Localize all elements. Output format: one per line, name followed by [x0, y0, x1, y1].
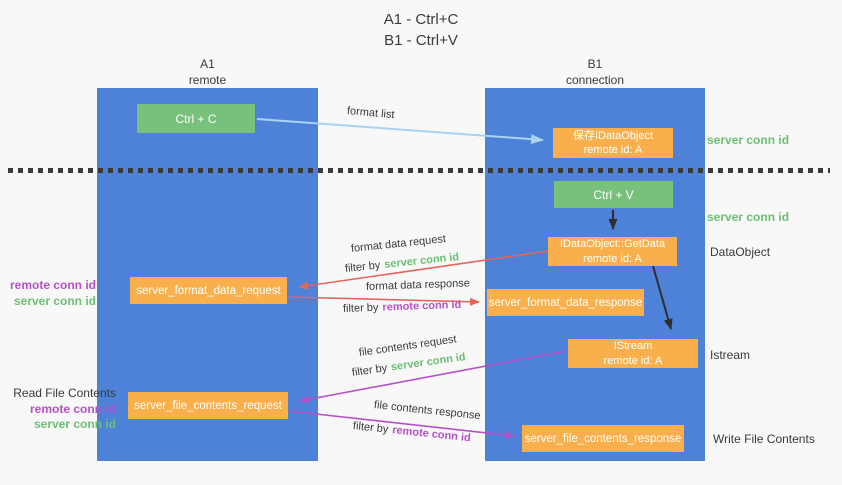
server-conn-id-label-mid: server conn id [707, 210, 790, 224]
dataobject-label: DataObject [710, 245, 771, 259]
ctrl-v-box: Ctrl + V [554, 181, 673, 208]
remote-conn-id-keyword: remote conn id [382, 298, 462, 314]
ctrl-c-box: Ctrl + C [137, 104, 255, 133]
istream-label: Istream [710, 348, 751, 362]
filter-by-text: filter by [344, 259, 381, 275]
column-b1-id: B1 [587, 57, 603, 71]
conn-id-legend-1: remote conn id server conn id [10, 278, 96, 309]
format-list-label: format list [346, 105, 396, 122]
istream-line1: IStream [613, 340, 653, 353]
column-header-a1: A1 remote [97, 57, 318, 88]
server-conn-id-keyword: server conn id [390, 351, 467, 374]
save-idataobject-box: 保存IDataObject remote id: A [553, 128, 673, 158]
format-data-response-label: format data response [365, 277, 471, 293]
server-conn-id-label: server conn id [33, 417, 116, 432]
title-line-2: B1 - Ctrl+V [384, 32, 458, 49]
filter-by-text: filter by [351, 362, 388, 379]
server-file-contents-response-box: server_file_contents_response [522, 425, 684, 452]
save-idataobject-line1: 保存IDataObject [572, 129, 654, 142]
conn-id-legend-2: Read File Contents remote conn id server… [8, 386, 116, 433]
filter-by-text: filter by [352, 420, 389, 436]
remote-conn-id-label: remote conn id [10, 278, 97, 292]
server-conn-id-label: server conn id [13, 293, 96, 308]
getdata-line2: remote id: A [583, 252, 642, 265]
server-format-data-request-box: server_format_data_request [130, 277, 287, 304]
remote-conn-id-label: remote conn id [29, 401, 116, 416]
filter-by-text: filter by [342, 301, 379, 315]
getdata-box: IDataObject::GetData remote id: A [548, 237, 677, 266]
istream-line2: remote id: A [603, 354, 663, 367]
file-contents-response-label: file contents response [373, 399, 482, 423]
server-conn-id-keyword: server conn id [383, 251, 460, 271]
column-header-b1: B1 connection [485, 57, 705, 88]
column-a1-name: remote [188, 72, 227, 87]
remote-conn-id-keyword: remote conn id [391, 424, 472, 445]
title-line-1: A1 - Ctrl+C [383, 11, 459, 28]
page-title: A1 - Ctrl+C B1 - Ctrl+V [0, 9, 842, 51]
write-file-contents-label: Write File Contents [713, 432, 815, 446]
server-format-data-response-box: server_format_data_response [487, 289, 644, 316]
istream-box: IStream remote id: A [568, 339, 698, 368]
column-b1-name: connection [565, 72, 625, 87]
getdata-line1: IDataObject::GetData [559, 238, 666, 251]
clipboard-boundary-divider [8, 168, 830, 173]
column-a1-id: A1 [200, 57, 215, 71]
server-file-contents-request-box: server_file_contents_request [128, 392, 288, 419]
server-conn-id-label-top: server conn id [707, 133, 790, 147]
read-file-contents-label: Read File Contents [13, 386, 116, 400]
save-idataobject-line2: remote id: A [583, 144, 643, 156]
format-data-request-label: format data request [350, 233, 447, 255]
